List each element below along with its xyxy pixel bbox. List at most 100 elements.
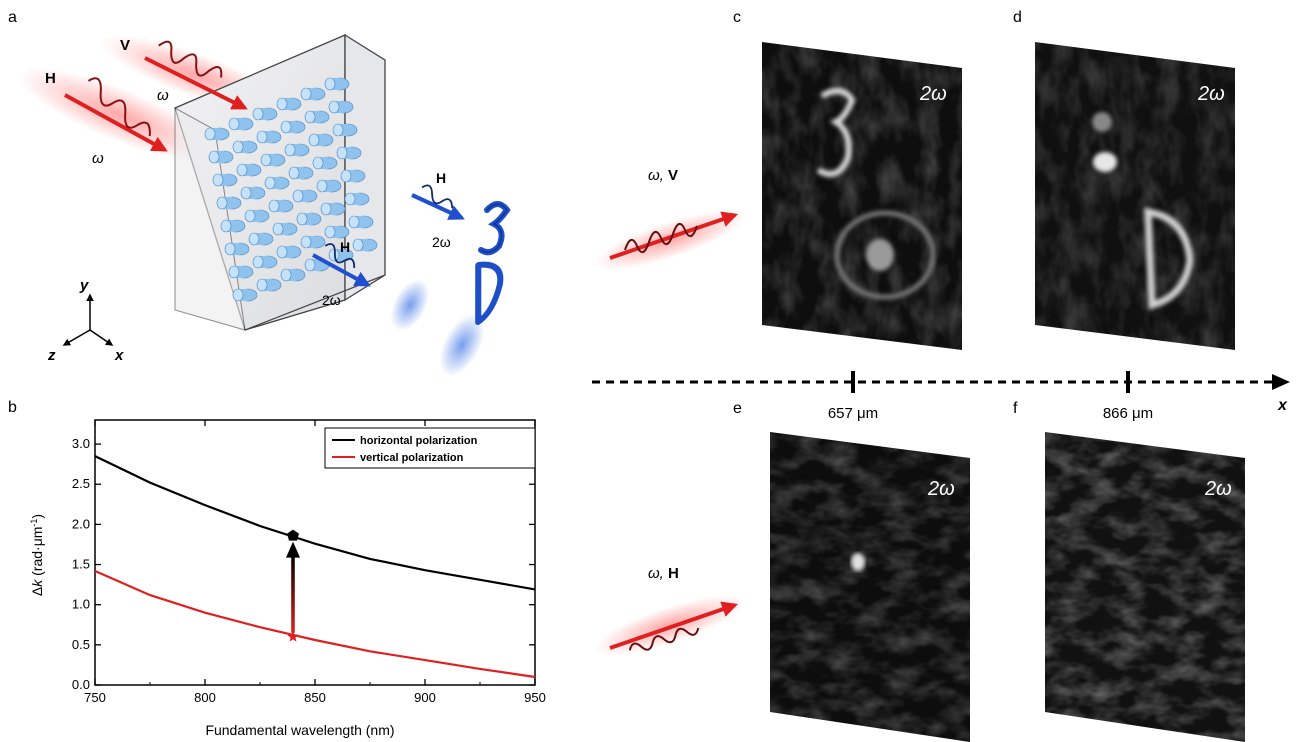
- panel-label-f: f: [1013, 400, 1018, 417]
- image-c-noise: [762, 42, 962, 350]
- image-d: 2ω: [1035, 42, 1235, 350]
- position-axis-arrowhead: [1272, 374, 1290, 390]
- transition-arrow-head: [286, 541, 300, 558]
- panel-label-b: b: [8, 399, 17, 416]
- panel-label-c: c: [733, 9, 741, 26]
- legend-box: [324, 427, 536, 469]
- h-input-arrow: [64, 93, 168, 152]
- v-illum-wave: [624, 223, 698, 253]
- nanopillar: [276, 97, 302, 111]
- nanopillar: [340, 169, 366, 183]
- position-label-2: 866 μm: [1103, 405, 1153, 422]
- nanopillar: [256, 278, 282, 292]
- nanopillar: [316, 179, 342, 193]
- h-output-label-far: H: [436, 170, 446, 186]
- nanopillar: [240, 186, 266, 200]
- y-tick-label: 1.5: [72, 557, 90, 572]
- marker-upper-pentagon: [287, 529, 299, 541]
- y-tick-label: 3.0: [72, 436, 90, 451]
- v-input-arrow: [144, 56, 248, 110]
- image-d-letter-d: [1144, 207, 1194, 310]
- image-f: 2ω: [1045, 432, 1245, 742]
- image-d-spot-2: [1093, 152, 1117, 172]
- nanopillar: [212, 173, 238, 187]
- nanopillar: [300, 235, 326, 249]
- nanopillar: [284, 143, 310, 157]
- y-tick-label: 0.0: [72, 677, 90, 692]
- y-tick-label: 0.5: [72, 637, 90, 652]
- nanopillar: [216, 196, 242, 210]
- image-c: 2ω: [762, 42, 962, 350]
- axis-y-label: y: [79, 277, 89, 294]
- h-omega-label: ω: [92, 150, 104, 167]
- h-output-label-near: H: [340, 239, 350, 255]
- series-vertical-line: [94, 569, 536, 679]
- image-f-noise: [1045, 432, 1245, 742]
- transition-arrow-shaft: [291, 553, 295, 633]
- nanopillar: [320, 202, 346, 216]
- series-horizontal-line: [94, 455, 536, 591]
- panel-a: a H ω V ω H 2ω H 2ω: [8, 9, 511, 377]
- nanopillar: [288, 166, 314, 180]
- two-omega-far: 2ω: [432, 234, 451, 250]
- image-c-tag: 2ω: [919, 83, 947, 105]
- legend-label-horizontal: horizontal polarization: [360, 435, 478, 447]
- nanopillar: [256, 130, 282, 144]
- nanopillar: [300, 87, 326, 101]
- v-input-wave: [158, 40, 223, 78]
- image-e-noise: [770, 432, 970, 742]
- nanopillar: [232, 140, 258, 154]
- nanopillar: [252, 255, 278, 269]
- nanopillar: [292, 189, 318, 203]
- h-illum-wave: [628, 627, 700, 651]
- nanopillar: [272, 222, 298, 236]
- h-beam-glow: [17, 67, 223, 163]
- nanopillar: [220, 219, 246, 233]
- nanopillar: [260, 153, 286, 167]
- nanopillar: [332, 123, 358, 137]
- chart-legend: horizontal polarization vertical polariz…: [324, 427, 536, 469]
- x-tick-label: 900: [414, 690, 436, 705]
- nanopillar: [280, 120, 306, 134]
- axis-x-label: x: [114, 347, 124, 364]
- nanopillar: [324, 225, 350, 239]
- nanopillar: [324, 77, 350, 91]
- nanopillar: [228, 265, 254, 279]
- image-d-spot-1: [1092, 112, 1112, 132]
- nanopillar: [252, 107, 278, 121]
- h-illum-glow: [593, 594, 747, 656]
- x-tick-label: 750: [84, 690, 106, 705]
- image-c-ring: [834, 210, 936, 300]
- nanopillar: [352, 238, 378, 252]
- nanopillar: [204, 127, 230, 141]
- z-axis-arrow: [62, 329, 91, 346]
- y-tick-label: 2.0: [72, 516, 90, 531]
- nanopillar: [236, 163, 262, 177]
- nanopillar: [224, 242, 250, 256]
- x-tick-label: 850: [304, 690, 326, 705]
- coordinate-axes: y z x: [47, 277, 124, 364]
- y-axis-title: Δk (rad·μm-1): [29, 514, 45, 596]
- v-illum-label: ω, V: [648, 167, 678, 184]
- nanopillar: [312, 156, 338, 170]
- hologram-digit-3-outline: [480, 203, 508, 253]
- position-axis-label: x: [1277, 397, 1288, 414]
- y-tick-label: 1.0: [72, 597, 90, 612]
- h-input-label: H: [45, 70, 56, 87]
- nanopillar: [328, 100, 354, 114]
- image-e: 2ω: [770, 432, 970, 742]
- nanopillar: [308, 133, 334, 147]
- nanopillar: [264, 176, 290, 190]
- y-tick-label: 2.5: [72, 476, 90, 491]
- nanopillar: [244, 209, 270, 223]
- marker-lower-star: [287, 630, 299, 642]
- sh-output-arrow-near: [312, 253, 371, 287]
- image-e-bright-spot: [851, 553, 865, 571]
- legend-label-vertical: vertical polarization: [360, 452, 464, 464]
- nanopillar: [208, 150, 234, 164]
- nanopillar: [336, 146, 362, 160]
- two-omega-near: 2ω: [322, 292, 341, 308]
